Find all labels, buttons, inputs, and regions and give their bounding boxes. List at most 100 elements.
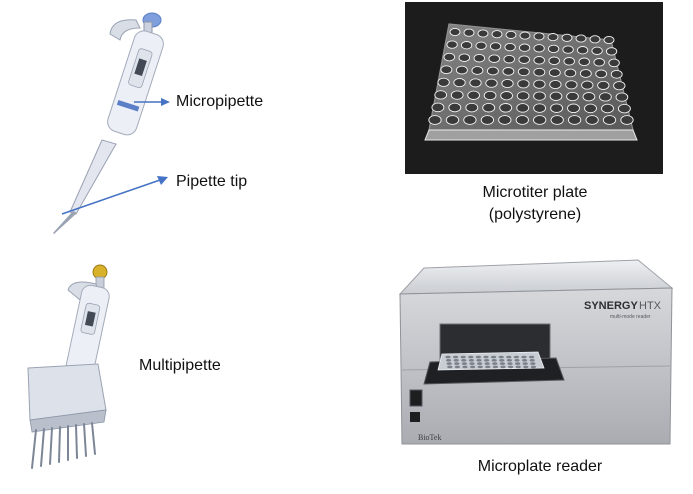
plate-well	[547, 33, 559, 42]
plate-well	[593, 58, 605, 67]
plate-well	[562, 45, 574, 54]
plate-well	[482, 102, 496, 113]
plate-well	[431, 102, 445, 113]
tray-well	[515, 365, 521, 369]
plate-well	[533, 91, 546, 101]
tray-well	[499, 362, 505, 365]
plate-well	[601, 103, 614, 114]
plate-well	[501, 78, 514, 89]
plate-well	[450, 90, 464, 100]
plate-well	[500, 91, 513, 101]
plate-well	[613, 81, 626, 91]
plate-well	[485, 78, 498, 88]
plate-well	[505, 30, 517, 39]
plate-well	[516, 103, 530, 113]
plate-well	[615, 92, 629, 102]
plate-well	[575, 34, 587, 43]
tray-well	[460, 355, 466, 359]
tray-well	[484, 359, 490, 362]
tray-well	[506, 355, 512, 359]
plate-well	[533, 32, 545, 41]
tray-well	[522, 359, 528, 362]
plate-well	[589, 35, 601, 44]
plate-well	[595, 69, 608, 79]
plate-well	[483, 90, 497, 101]
plate-well	[548, 56, 560, 66]
tray-well	[530, 365, 536, 369]
plate-well	[445, 115, 460, 125]
plate-well	[489, 42, 502, 51]
tray-well	[483, 355, 489, 359]
plate-well	[502, 67, 515, 76]
tray-well	[500, 365, 506, 369]
plate-well	[550, 103, 564, 113]
plate-well	[576, 46, 589, 55]
plate-well	[448, 102, 462, 113]
reader-brand-text: SYNERGY	[584, 300, 638, 312]
tray-well	[499, 359, 505, 362]
tray-well	[445, 355, 451, 359]
plate-well	[475, 41, 487, 50]
microplate-reader-image: SYNERGY HTX multi-mode reader BioTek	[398, 259, 674, 445]
plate-well	[443, 52, 456, 62]
tray-well	[507, 362, 513, 365]
tray-well	[475, 355, 481, 359]
tray-well	[461, 359, 467, 362]
plate-well	[585, 115, 599, 125]
plate-well	[608, 58, 620, 68]
plate-well	[504, 42, 516, 52]
plate-well	[491, 30, 503, 39]
plate-well	[488, 54, 500, 63]
plate-well	[581, 80, 594, 90]
tray-well	[491, 359, 497, 362]
tray-well	[529, 355, 535, 359]
reader-subtitle-text: multi-mode reader	[610, 314, 651, 320]
plate-well	[437, 77, 450, 87]
tray-well	[477, 365, 483, 369]
reader-model-text: HTX	[639, 300, 662, 312]
plate-well	[533, 44, 545, 53]
micropipette-image	[53, 12, 164, 234]
tray-well	[453, 355, 459, 359]
plate-well	[515, 115, 529, 125]
tray-well	[446, 362, 452, 365]
plate-well	[477, 29, 489, 38]
plate-well	[455, 65, 468, 75]
plate-well	[463, 28, 475, 37]
plate-well	[605, 47, 618, 56]
plate-well	[473, 53, 486, 63]
tray-well	[454, 362, 460, 365]
plate-well	[565, 80, 578, 90]
plate-well	[578, 57, 590, 67]
plate-well	[533, 103, 547, 113]
tray-well	[447, 365, 453, 369]
tray-well	[470, 365, 476, 369]
plate-well	[561, 33, 573, 42]
plate-well	[518, 43, 531, 52]
plate-well	[465, 102, 479, 113]
plate-well	[597, 80, 610, 90]
tray-well	[513, 355, 519, 359]
tray-well	[453, 359, 459, 362]
microtiter-plate-image	[405, 2, 663, 174]
tray-well	[498, 355, 504, 359]
plate-well	[434, 90, 448, 100]
plate-well	[486, 66, 499, 76]
plate-well	[516, 91, 530, 101]
pipette-tip-arrow	[61, 176, 168, 215]
plate-well	[603, 35, 615, 45]
plate-well	[533, 56, 545, 65]
plate-well	[467, 90, 480, 100]
plate-well	[547, 44, 560, 54]
tray-well	[491, 355, 497, 359]
tray-well	[522, 362, 528, 365]
plate-well	[519, 31, 531, 40]
plate-well	[471, 66, 484, 75]
plate-well	[564, 68, 577, 78]
plate-well	[460, 41, 473, 50]
microplate-reader-label: Microplate reader	[477, 458, 603, 475]
plate-well	[567, 103, 580, 114]
plate-well	[428, 115, 442, 125]
plate-well	[617, 103, 631, 114]
plate-well	[602, 115, 617, 125]
